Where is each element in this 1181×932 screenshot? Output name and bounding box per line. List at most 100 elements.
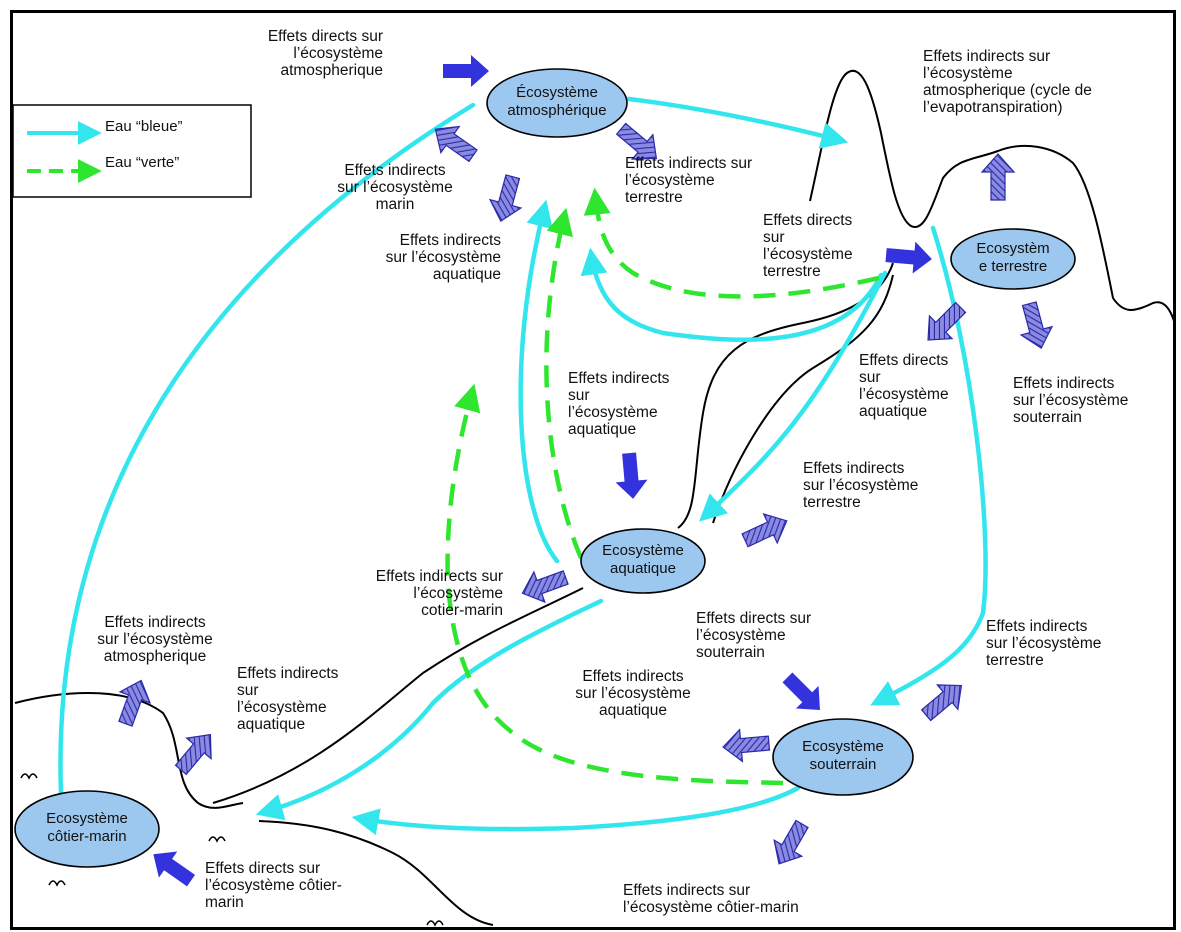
wave-icon bbox=[20, 773, 38, 780]
effect-label-line: l’écosystème bbox=[696, 627, 786, 644]
effect-label-line: Effets indirects bbox=[568, 370, 670, 387]
effect-label-line: Effets directs bbox=[859, 352, 949, 369]
effect-label-line: aquatique bbox=[237, 716, 305, 733]
blue-flow bbox=[580, 247, 884, 342]
ecosystem-label: atmosphérique bbox=[507, 102, 606, 119]
effect-label-line: sur l’écosystème bbox=[986, 635, 1101, 652]
blue-flow bbox=[255, 598, 604, 821]
legend: Eau “bleue” Eau “verte” bbox=[13, 104, 252, 198]
effect-label-line: sur l’écosystème bbox=[803, 477, 918, 494]
ecosystem-label: Écosystème bbox=[516, 84, 598, 101]
effect-label-line: sur bbox=[763, 229, 785, 246]
effect-label-line: Effets indirects bbox=[803, 460, 905, 477]
coast-line bbox=[258, 820, 494, 926]
effect-label-line: aquatique bbox=[599, 702, 667, 719]
effect-label-line: Effets directs sur bbox=[205, 860, 320, 877]
wave-marks bbox=[20, 773, 444, 927]
hill-left bbox=[14, 692, 244, 809]
effect-label-line: l’écosystème bbox=[413, 585, 503, 602]
ecosystem-label: Ecosystème bbox=[602, 542, 684, 559]
mountain-outline bbox=[809, 70, 1173, 322]
river-bank-lower bbox=[712, 274, 894, 524]
effect-label-line: l’écosystème bbox=[763, 246, 853, 263]
indirect-arrow-icon bbox=[516, 561, 572, 609]
effect-label-line: Effets indirects sur bbox=[923, 48, 1050, 65]
indirect-arrow-icon bbox=[721, 726, 771, 764]
effect-label-line: terrestre bbox=[803, 494, 861, 511]
blue-flow bbox=[870, 225, 988, 706]
indirect-arrow-icon bbox=[425, 115, 483, 170]
effect-label-line: Effets indirects sur bbox=[376, 568, 503, 585]
effect-label-line: l’écosystème côtier-marin bbox=[623, 899, 799, 916]
indirect-arrow-icon bbox=[737, 505, 795, 556]
legend-box bbox=[13, 104, 252, 198]
ecosystem-terrestrial: Ecosystèm e terrestre bbox=[950, 228, 1076, 290]
effect-label-line: Effets indirects bbox=[1013, 375, 1115, 392]
river-left-line bbox=[212, 587, 584, 804]
green-flow bbox=[445, 383, 784, 786]
ecosystem-label: Ecosystèm bbox=[976, 240, 1049, 257]
indirect-arrow-icon bbox=[764, 815, 817, 873]
effect-label-line: Effets indirects bbox=[344, 162, 446, 179]
effect-label-line: aquatique bbox=[859, 403, 927, 420]
indirect-arrow-icon bbox=[915, 672, 973, 728]
blue-flow bbox=[518, 199, 560, 564]
effect-label-line: sur l’écosystème bbox=[386, 249, 501, 266]
wave-icon bbox=[426, 920, 444, 927]
effect-label-line: l’écosystème bbox=[859, 386, 949, 403]
green-flow bbox=[544, 207, 584, 559]
indirect-arrow-icon bbox=[981, 153, 1015, 201]
effect-label-line: sur l’écosystème bbox=[337, 179, 452, 196]
effect-label-line: Effets directs bbox=[763, 212, 853, 229]
direct-arrow-icon bbox=[144, 841, 201, 894]
effect-label-line: terrestre bbox=[763, 263, 821, 280]
effect-label-line: atmospherique bbox=[104, 648, 207, 665]
direct-arrow-icon bbox=[776, 666, 832, 722]
direct-arrow-icon bbox=[613, 451, 650, 501]
effect-label-line: l’écosystème côtier- bbox=[205, 877, 342, 894]
blue-water-flows bbox=[58, 96, 988, 836]
green-water-flows bbox=[445, 187, 880, 786]
effect-label-line: cotier-marin bbox=[421, 602, 503, 619]
effect-label-line: Effets indirects bbox=[582, 668, 684, 685]
effect-label-line: l’evapotranspiration) bbox=[923, 99, 1063, 116]
ecosystem-label: Ecosystème bbox=[802, 738, 884, 755]
effect-label-line: sur l’écosystème bbox=[97, 631, 212, 648]
effect-label-line: Effets indirects bbox=[104, 614, 206, 631]
effect-label-line: Effets indirects bbox=[237, 665, 339, 682]
ecosystem-atmospheric: Écosystème atmosphérique bbox=[486, 68, 628, 138]
effect-label-line: Effets indirects bbox=[400, 232, 502, 249]
effect-label-line: souterrain bbox=[1013, 409, 1082, 426]
effect-label-line: atmospherique (cycle de bbox=[923, 82, 1092, 99]
ecosystem-coastal: Ecosystème côtier-marin bbox=[14, 790, 160, 868]
effect-label-line: atmospherique bbox=[280, 62, 383, 79]
diagram-frame: Eau “bleue” Eau “verte” Écosystème atmos… bbox=[10, 10, 1176, 930]
legend-green-label: Eau “verte” bbox=[105, 154, 179, 171]
effect-label-line: Effets directs sur bbox=[696, 610, 811, 627]
blue-flow bbox=[699, 270, 888, 522]
direct-arrow-icon bbox=[443, 55, 489, 87]
indirect-arrow-icon bbox=[1013, 299, 1058, 353]
wave-icon bbox=[208, 836, 226, 843]
blue-flow bbox=[351, 785, 801, 836]
ecosystem-groundwater: Ecosystème souterrain bbox=[772, 718, 914, 796]
blue-flow bbox=[58, 102, 476, 796]
effect-label-line: sur bbox=[859, 369, 881, 386]
water-ecosystems-diagram: Eau “bleue” Eau “verte” Écosystème atmos… bbox=[13, 28, 1173, 927]
effect-label-line: l’écosystème bbox=[625, 172, 715, 189]
effect-label-line: souterrain bbox=[696, 644, 765, 661]
wave-icon bbox=[48, 880, 66, 887]
effect-label-line: l’écosystème bbox=[293, 45, 383, 62]
indirect-arrow-icon bbox=[109, 674, 157, 730]
effect-label-line: marin bbox=[205, 894, 244, 911]
